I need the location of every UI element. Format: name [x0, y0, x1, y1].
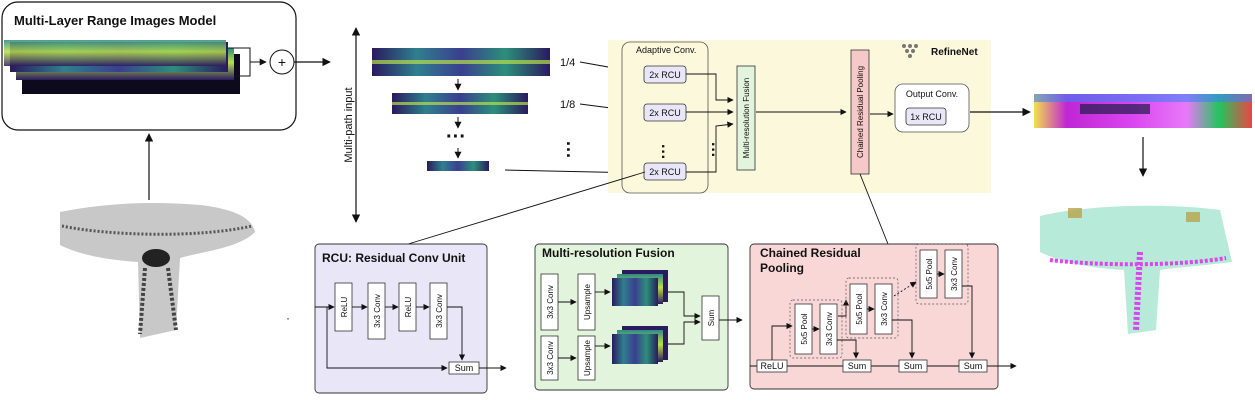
svg-text:Chained Residual Pooling: Chained Residual Pooling: [856, 66, 865, 158]
svg-text:2x RCU: 2x RCU: [649, 167, 681, 177]
svg-text:Sum: Sum: [455, 363, 474, 373]
svg-text:3x3 Conv: 3x3 Conv: [546, 285, 555, 319]
range-image-eighth: [392, 93, 528, 114]
adaptive-conv-label: Adaptive Conv.: [636, 45, 696, 55]
svg-text:ReLU: ReLU: [760, 361, 783, 371]
rcu-panel-title: RCU: Residual Conv Unit: [322, 251, 465, 265]
svg-text:2x RCU: 2x RCU: [649, 70, 681, 80]
rcu1x-label: 1x RCU: [910, 112, 942, 122]
range-image-coarse: [427, 161, 489, 171]
crp-panel-title-line2: Pooling: [760, 261, 804, 275]
svg-text:···: ···: [446, 126, 466, 148]
svg-text:···: ···: [704, 142, 721, 158]
svg-text:3x3 Conv: 3x3 Conv: [880, 292, 889, 326]
adaptive-conv-group: Adaptive Conv.: [621, 41, 709, 194]
fusion-feature-stack-bottom: [612, 326, 668, 364]
fusion-block: Multi-resolution Fusion: [736, 65, 756, 171]
svg-text:+: +: [278, 54, 286, 70]
svg-text:Sum: Sum: [848, 361, 867, 371]
svg-text:3x3 Conv: 3x3 Conv: [546, 341, 555, 375]
svg-text:5x5 Pool: 5x5 Pool: [925, 258, 934, 289]
svg-text:·: ·: [286, 311, 290, 325]
range-model-title: Multi-Layer Range Images Model: [14, 13, 216, 28]
output-segmentation-image: [1034, 94, 1252, 128]
svg-text:5x5 Pool: 5x5 Pool: [855, 293, 864, 324]
fusion-panel-title: Multi-resolution Fusion: [542, 246, 675, 260]
svg-text:3x3 Conv: 3x3 Conv: [373, 294, 382, 328]
rcu2x-block-1: 2x RCU: [643, 65, 687, 84]
svg-text:3x3 Conv: 3x3 Conv: [825, 312, 834, 346]
svg-text:Upsample: Upsample: [583, 339, 592, 376]
fusion-feature-stack-top: [612, 270, 668, 306]
svg-text:Sum: Sum: [707, 309, 716, 326]
svg-text:ReLU: ReLU: [404, 297, 413, 318]
svg-text:···: ···: [654, 144, 671, 160]
output-conv-group: Output Conv. 1x RCU: [894, 83, 970, 133]
range-image-stack: [4, 40, 240, 94]
crp-block: Chained Residual Pooling: [850, 49, 870, 175]
sum-circle: +: [269, 49, 295, 75]
fusion-panel: Multi-resolution Fusion 3x3 Conv Upsampl…: [534, 243, 743, 391]
svg-text:Sum: Sum: [904, 361, 923, 371]
svg-text:5x5 Pool: 5x5 Pool: [800, 313, 809, 344]
refinenet-logo: RefineNet: [902, 44, 978, 58]
svg-text:3x3 Conv: 3x3 Conv: [950, 257, 959, 291]
rcu2x-block-2: 2x RCU: [643, 103, 687, 122]
svg-text:Sum: Sum: [964, 361, 983, 371]
output-point-cloud: [1040, 205, 1232, 334]
range-model-box: Multi-Layer Range Images Model: [1, 1, 297, 131]
svg-text:3x3 Conv: 3x3 Conv: [435, 294, 444, 328]
svg-text:Multi-resolution Fusion: Multi-resolution Fusion: [742, 78, 751, 158]
range-image-quarter: [372, 48, 550, 76]
rcu2x-block-3: 2x RCU: [643, 162, 687, 181]
crp-panel-title-line1: Chained Residual: [760, 246, 861, 260]
svg-text:2x RCU: 2x RCU: [649, 108, 681, 118]
crp-panel: Chained Residual Pooling ReLU 5x5 Pool 3…: [749, 243, 1017, 390]
svg-text:···: ···: [558, 141, 578, 159]
multipath-label: Multi-path input: [343, 87, 355, 162]
refinenet-brand: RefineNet: [931, 47, 978, 58]
scale-eighth-label: 1/8: [560, 99, 575, 111]
svg-text:Output Conv.: Output Conv.: [906, 89, 958, 99]
rcu-panel: RCU: Residual Conv Unit ReLU 3x3 Conv Re…: [314, 243, 507, 394]
input-point-cloud: [60, 202, 255, 338]
svg-text:Upsample: Upsample: [583, 283, 592, 320]
scale-quarter-label: 1/4: [560, 57, 575, 69]
svg-text:ReLU: ReLU: [340, 297, 349, 318]
